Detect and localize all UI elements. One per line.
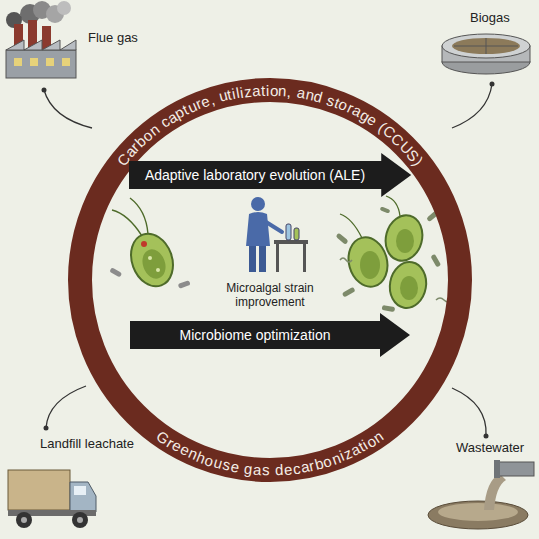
factory-icon (6, 1, 76, 78)
source-label: Wastewater (456, 440, 524, 455)
biogas-tank-icon (442, 34, 530, 74)
microbiome-cluster (335, 196, 452, 312)
ring-band: Carbon capture, utilization, and storage… (60, 70, 480, 490)
center-caption: Microalgal strain improvement (210, 281, 330, 309)
ring-text: Carbon capture, utilization, and storage… (60, 70, 480, 490)
ring-shape (60, 70, 480, 490)
microalga-cell (109, 198, 190, 292)
arrow-label: Microbiome optimization (130, 315, 380, 355)
arrow-label: Adaptive laboratory evolution (ALE) (129, 155, 381, 195)
microbiome-arrow: Microbiome optimization (130, 315, 410, 355)
source-label: Flue gas (88, 30, 138, 45)
source-label: Biogas (470, 10, 510, 25)
wastewater-icon (428, 460, 534, 529)
ring-text: Greenhouse gas decarbonization (60, 70, 480, 490)
researcher-icon (246, 197, 308, 272)
source-label: Landfill leachate (40, 436, 134, 451)
truck-icon (8, 470, 96, 528)
ale-arrow: Adaptive laboratory evolution (ALE) (129, 155, 411, 195)
